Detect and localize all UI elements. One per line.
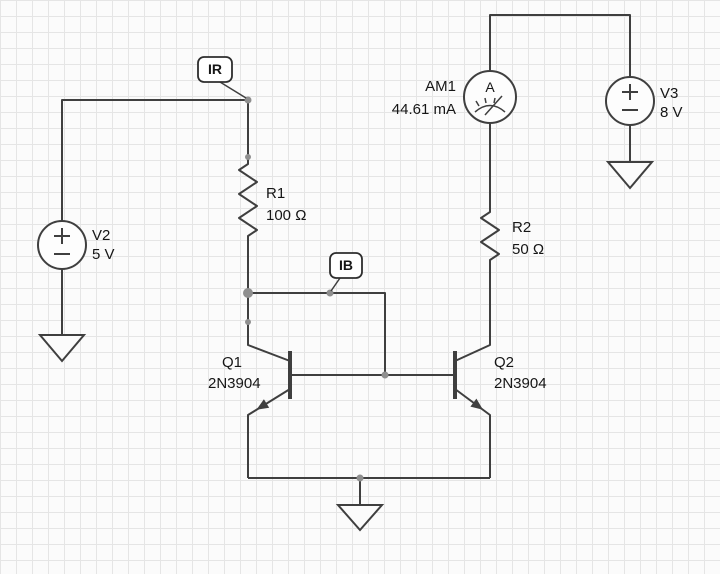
q2-emitter-arrow-icon xyxy=(470,398,483,410)
v2-voltage-source[interactable] xyxy=(37,220,87,270)
wire-base-net xyxy=(248,292,455,376)
plus-icon xyxy=(54,228,70,244)
v2-value-label: 5 V xyxy=(92,246,115,263)
wire-q2-collector xyxy=(454,272,491,362)
q1-transistor[interactable] xyxy=(256,351,292,410)
q2-transistor[interactable] xyxy=(453,351,483,410)
ground-symbol-v3[interactable] xyxy=(605,125,655,190)
wire-top-rail xyxy=(489,14,631,77)
q2-part-label: 2N3904 xyxy=(494,375,547,392)
r2-ref-label: R2 xyxy=(512,219,531,236)
ground-symbol-v2[interactable] xyxy=(37,269,87,363)
v3-value-label: 8 V xyxy=(660,104,683,121)
ammeter-dial-letter: A xyxy=(485,79,495,95)
r2-value-label: 50 Ω xyxy=(512,241,544,258)
ib-probe-label[interactable]: IB xyxy=(329,252,363,292)
r1-value-label: 100 Ω xyxy=(266,207,306,224)
ground-symbol-emitters[interactable] xyxy=(335,478,385,532)
wire-q1-emitter xyxy=(247,388,291,478)
am1-reading-label: 44.61 mA xyxy=(392,101,456,118)
ammeter-scale-icon xyxy=(474,95,506,116)
v3-ref-label: V3 xyxy=(660,85,678,102)
r1-resistor[interactable] xyxy=(238,157,258,243)
r1-ref-label: R1 xyxy=(266,185,285,202)
wire-q1-collector xyxy=(247,293,291,362)
ib-probe-text: IB xyxy=(339,257,353,273)
wire-v2-to-ir-node xyxy=(61,99,248,221)
q1-part-label: 2N3904 xyxy=(208,375,261,392)
r2-resistor[interactable] xyxy=(480,205,500,272)
plus-icon xyxy=(622,84,638,100)
wire-q2-emitter xyxy=(454,388,491,478)
am1-ammeter[interactable]: A xyxy=(463,70,517,124)
v3-voltage-source[interactable] xyxy=(605,76,655,126)
v2-ref-label: V2 xyxy=(92,227,110,244)
ir-probe-label[interactable]: IR xyxy=(197,56,247,99)
q2-ref-label: Q2 xyxy=(494,354,514,371)
am1-ref-label: AM1 xyxy=(425,78,456,95)
q1-ref-label: Q1 xyxy=(222,354,242,371)
q1-emitter-arrow-icon xyxy=(256,399,270,410)
junction-dots xyxy=(243,96,389,482)
ir-probe-text: IR xyxy=(208,61,222,77)
